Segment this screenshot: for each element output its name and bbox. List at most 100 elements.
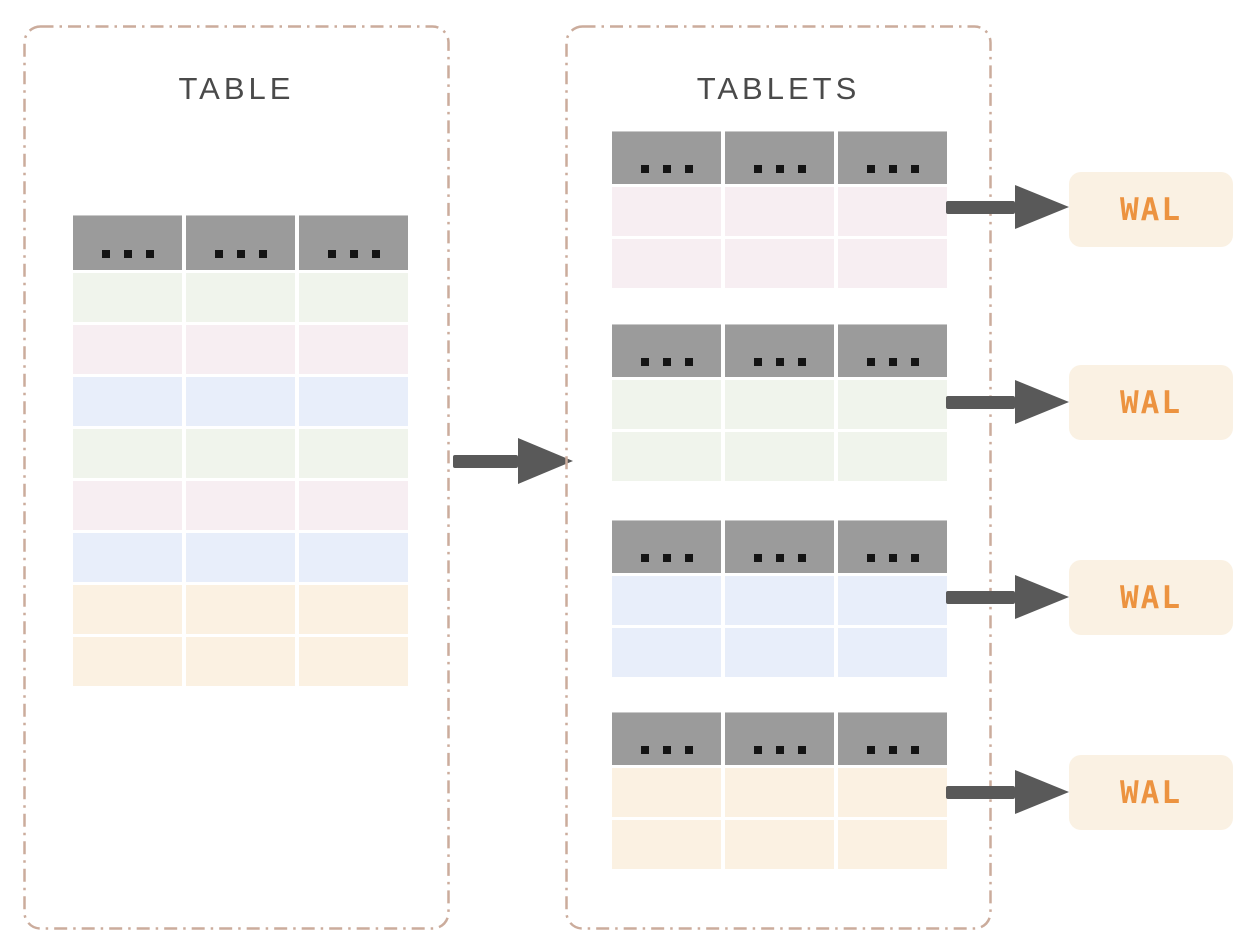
table-cell	[612, 768, 721, 817]
header-cell	[725, 324, 834, 377]
table-row	[73, 637, 408, 686]
ellipsis-icon	[640, 746, 693, 754]
ellipsis-icon	[866, 746, 919, 754]
table-cell	[186, 481, 295, 530]
dashed-border	[23, 25, 450, 930]
table-cell	[838, 820, 947, 869]
header-cell	[838, 712, 947, 765]
table-row	[612, 576, 947, 625]
table-cell	[838, 628, 947, 677]
table-cell	[838, 768, 947, 817]
table-cell	[838, 239, 947, 288]
table-row	[612, 239, 947, 288]
table-cell	[186, 273, 295, 322]
header-cell	[73, 215, 182, 270]
header-cell	[186, 215, 295, 270]
tablet-2	[612, 324, 947, 481]
tablet-header-row	[612, 712, 947, 765]
table-cell	[186, 585, 295, 634]
table-cell	[838, 380, 947, 429]
wal-box-1: WAL	[1069, 172, 1233, 247]
ellipsis-icon	[753, 746, 806, 754]
dashed-border	[565, 25, 992, 930]
table-row	[73, 585, 408, 634]
arrow-head-icon	[1015, 575, 1069, 619]
header-cell	[725, 712, 834, 765]
header-cell	[725, 131, 834, 184]
ellipsis-icon	[866, 358, 919, 366]
table-cell	[73, 325, 182, 374]
table-cell	[838, 187, 947, 236]
table-cell	[612, 380, 721, 429]
table-cell	[299, 585, 408, 634]
table-row	[73, 533, 408, 582]
arrow-head-icon	[1015, 770, 1069, 814]
table-cell	[186, 325, 295, 374]
wal-box-2: WAL	[1069, 365, 1233, 440]
table-cell	[612, 628, 721, 677]
table-cell	[612, 187, 721, 236]
tablet-1	[612, 131, 947, 288]
table-cell	[299, 273, 408, 322]
ellipsis-icon	[214, 250, 267, 258]
table-cell	[725, 576, 834, 625]
table-row	[612, 187, 947, 236]
table-row	[73, 377, 408, 426]
table-cell	[725, 768, 834, 817]
tablet-body	[612, 187, 947, 288]
tablet-3	[612, 520, 947, 677]
table-cell	[612, 432, 721, 481]
table-cell	[186, 533, 295, 582]
table-cell	[299, 481, 408, 530]
header-cell	[612, 131, 721, 184]
header-cell	[299, 215, 408, 270]
table-cell	[725, 380, 834, 429]
arrow-shaft	[453, 454, 518, 468]
table-panel-title: TABLE	[178, 71, 295, 106]
wal-arrow-2	[946, 380, 1069, 424]
table-cell	[299, 377, 408, 426]
ellipsis-icon	[866, 165, 919, 173]
wal-arrow-4	[946, 770, 1069, 814]
arrow-head-icon	[1015, 380, 1069, 424]
tablet-body	[612, 768, 947, 869]
table-cell	[186, 637, 295, 686]
table-cell	[725, 187, 834, 236]
tablet-header-row	[612, 131, 947, 184]
table-cell	[299, 325, 408, 374]
table-header-row	[73, 215, 408, 270]
table-row	[612, 432, 947, 481]
ellipsis-icon	[866, 554, 919, 562]
table-cell	[73, 637, 182, 686]
table-cell	[299, 429, 408, 478]
split-arrow	[453, 438, 573, 484]
table-cell	[612, 820, 721, 869]
table-cell	[299, 533, 408, 582]
table-row	[612, 768, 947, 817]
tablet-body	[612, 576, 947, 677]
table-row	[73, 325, 408, 374]
table-cell	[838, 432, 947, 481]
table-cell	[186, 429, 295, 478]
arrow-shaft	[946, 395, 1015, 409]
wal-box-3: WAL	[1069, 560, 1233, 635]
table-cell	[725, 432, 834, 481]
table-row	[73, 429, 408, 478]
ellipsis-icon	[640, 358, 693, 366]
arrow-shaft	[946, 200, 1015, 214]
table-cell	[73, 533, 182, 582]
table-cell	[725, 820, 834, 869]
tablets-panel-title: TABLETS	[696, 71, 861, 106]
ellipsis-icon	[101, 250, 154, 258]
table-row	[612, 820, 947, 869]
table-row	[73, 481, 408, 530]
header-cell	[612, 324, 721, 377]
ellipsis-icon	[753, 554, 806, 562]
table-cell	[73, 481, 182, 530]
tablet-header-row	[612, 324, 947, 377]
header-cell	[838, 520, 947, 573]
tablet-4	[612, 712, 947, 869]
ellipsis-icon	[753, 165, 806, 173]
source-table	[73, 215, 408, 686]
